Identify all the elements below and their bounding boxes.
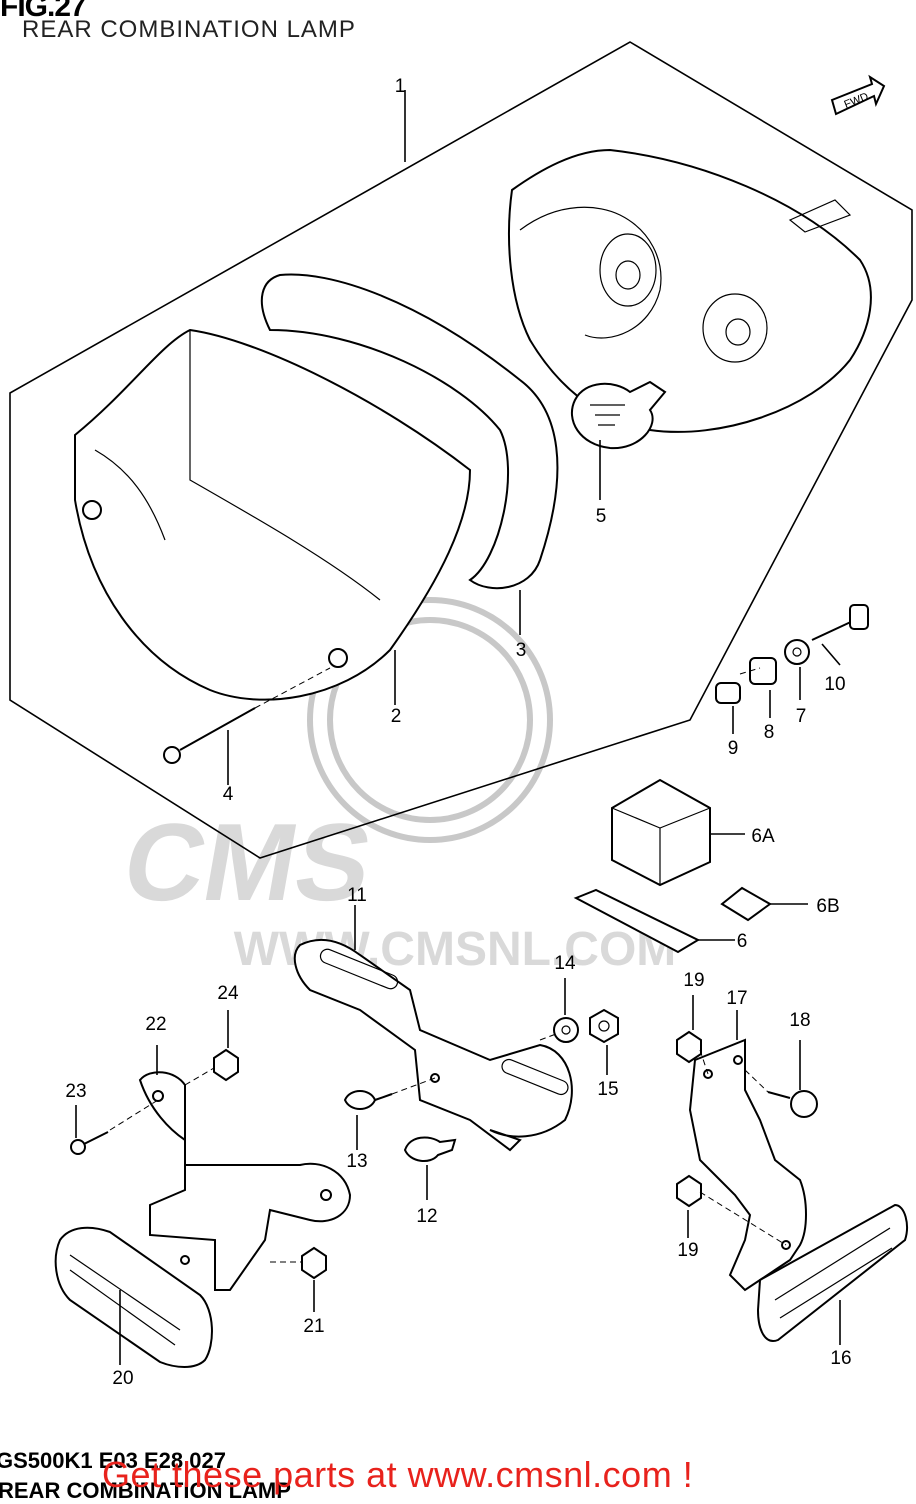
callout-6b: 6B [816, 896, 839, 917]
callout-23: 23 [65, 1081, 86, 1102]
callout-2: 2 [391, 706, 402, 727]
callout-5: 5 [596, 506, 607, 527]
callout-15: 15 [597, 1079, 618, 1100]
callout-1: 1 [395, 76, 406, 97]
bulb [570, 380, 667, 450]
bracket-22 [138, 1071, 352, 1291]
callout-16: 16 [830, 1348, 851, 1369]
watermark-brand: CMS [115, 802, 381, 924]
callout-9: 9 [728, 738, 739, 759]
lens [74, 328, 472, 701]
bolt-13 [343, 1090, 393, 1110]
fig-title: REAR COMBINATION LAMP [22, 16, 356, 43]
lamp-assembly-frame [9, 41, 913, 859]
callout-11: 11 [347, 885, 367, 906]
nut-19-upper [676, 1030, 702, 1064]
screw-10 [811, 604, 869, 641]
fig-number: FIG.27 [0, 0, 87, 23]
screw-23 [70, 1131, 109, 1155]
fwd-arrow-icon: FWD [830, 74, 886, 116]
block-6a [611, 778, 711, 887]
bracket-17 [688, 1038, 807, 1292]
callout-7: 7 [796, 706, 807, 727]
diagram-footer-title: REAR COMBINATION LAMP [0, 1478, 291, 1503]
nut-19-lower [676, 1174, 702, 1208]
screw-18 [767, 1090, 818, 1118]
callout-10: 10 [824, 674, 845, 695]
gasket [260, 273, 559, 590]
reflector-16 [756, 1203, 908, 1342]
callout-18: 18 [789, 1010, 810, 1031]
callout-19-lower: 19 [677, 1240, 698, 1261]
callout-21: 21 [303, 1316, 324, 1337]
callout-22: 22 [145, 1014, 166, 1035]
callout-6: 6 [737, 931, 748, 952]
callout-24: 24 [217, 983, 239, 1004]
pad-6b [720, 886, 772, 922]
callout-4: 4 [223, 784, 234, 805]
grommet-12 [403, 1136, 457, 1162]
nut-15 [589, 1008, 619, 1044]
promo-link[interactable]: Get these parts at www.cmsnl.com ! [102, 1454, 694, 1495]
callout-20: 20 [112, 1368, 133, 1389]
callout-8: 8 [764, 722, 775, 743]
washer-7 [784, 639, 810, 665]
callout-19-upper: 19 [683, 970, 704, 991]
callout-13: 13 [346, 1151, 367, 1172]
diagram-code: GS500K1 E03 E28 027 [0, 1448, 226, 1473]
lamp-housing [508, 148, 872, 433]
nut-24 [213, 1048, 239, 1082]
callout-3: 3 [516, 640, 527, 661]
nut-21 [301, 1246, 327, 1280]
alignment-lines [109, 667, 787, 1263]
callout-12: 12 [416, 1206, 437, 1227]
callout-6a: 6A [751, 826, 775, 847]
cushion-9 [715, 682, 741, 704]
collar-8 [749, 657, 777, 685]
long-screw [163, 707, 256, 764]
callout-14: 14 [554, 953, 576, 974]
callout-17: 17 [726, 988, 747, 1009]
washer-14 [553, 1017, 579, 1043]
reflector-20 [54, 1226, 213, 1368]
